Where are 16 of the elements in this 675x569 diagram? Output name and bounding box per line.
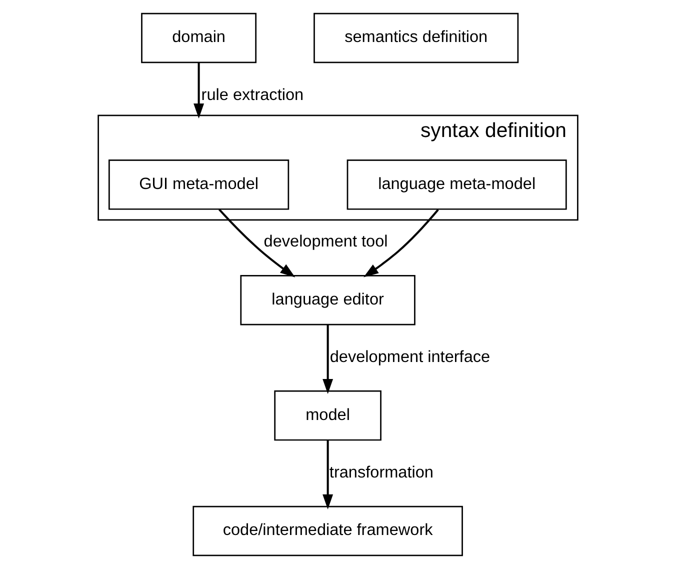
- edge-label: transformation: [328, 463, 433, 482]
- node-box: language meta-model: [346, 160, 566, 210]
- arrow: [193, 62, 204, 118]
- node-box: semantics definition: [313, 12, 518, 64]
- arrow: [322, 440, 333, 510]
- edge-label: rule extraction: [200, 86, 304, 104]
- node-box: model: [274, 390, 381, 441]
- node-box: language editor: [240, 275, 415, 326]
- arrow: [322, 324, 333, 394]
- node-box: GUI meta-model: [108, 160, 289, 210]
- node-box: domain: [140, 12, 256, 64]
- edge-label: development interface: [329, 348, 490, 366]
- arrow: [218, 208, 295, 278]
- node-box: code/intermediate framework: [192, 506, 462, 556]
- edge-label: development tool: [263, 232, 388, 251]
- arrow: [363, 209, 438, 278]
